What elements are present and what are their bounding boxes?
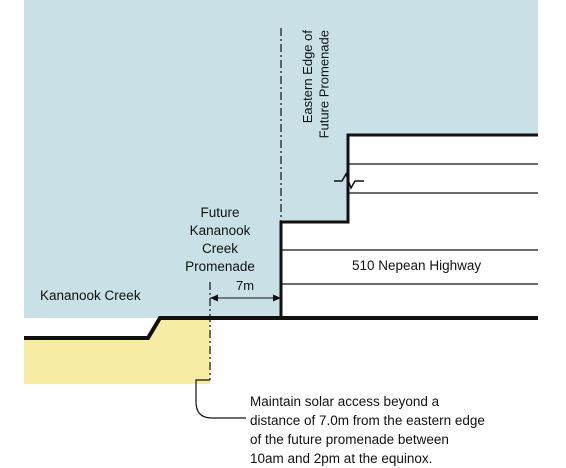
eastern-edge-label-line1: Eastern Edge of [300,30,315,124]
promenade-label-line: Future [200,205,240,220]
building-lower-block [281,222,538,318]
note-line: distance of 7.0m from the eastern edge [250,413,485,428]
offset-dimension-label: 7m [236,278,255,293]
eastern-edge-label: Eastern Edge of Future Promenade [266,30,331,150]
note-line: Maintain solar access beyond a [250,394,440,409]
promenade-label-line: Creek [201,241,238,256]
dimension-arrow-right [273,294,281,302]
promenade-label-line: Promenade [185,259,255,274]
ground-line [24,316,538,340]
break-symbol [334,172,364,190]
note-leader-line [195,379,246,419]
promenade-label-line: Kananook [189,223,251,238]
solar-access-note: Maintain solar access beyond a distance … [250,392,550,468]
shaded-bank-area [24,320,210,384]
eastern-edge-label-line2: Future Promenade [316,30,331,139]
note-line: of the future promenade between [250,432,449,447]
promenade-label: Future Kananook Creek Promenade [172,204,268,276]
creek-label: Kananook Creek [40,288,141,303]
dimension-arrow-left [210,294,218,302]
note-line: 10am and 2pm at the equinox. [250,451,433,466]
building-label: 510 Nepean Highway [352,258,482,273]
building-upper-block [348,135,538,223]
